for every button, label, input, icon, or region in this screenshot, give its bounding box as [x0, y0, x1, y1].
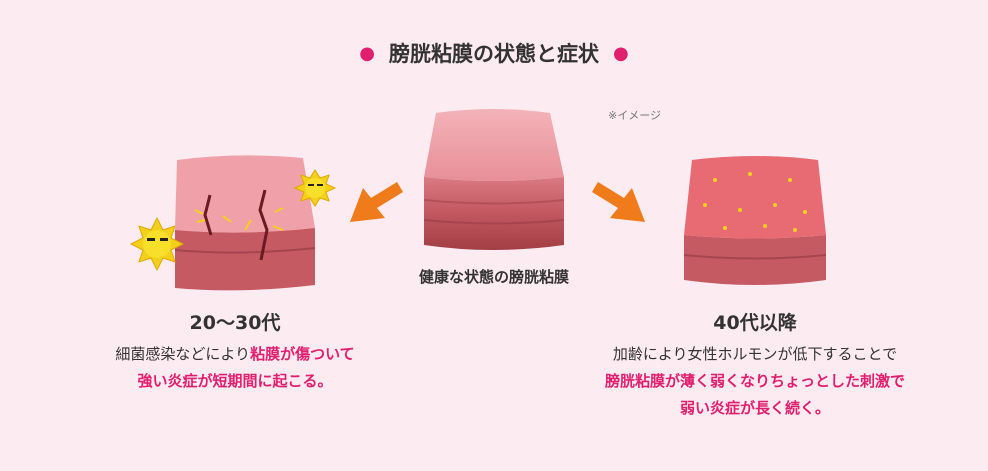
left-desc-plain: 細菌感染などにより	[115, 345, 251, 363]
bullet-dot-icon: ●	[359, 43, 375, 64]
left-age-label: 20～30代	[189, 312, 281, 334]
right-description: 加齢により女性ホルモンが低下することで 膀胱粘膜が薄く弱くなりちょっとした刺激で…	[560, 341, 950, 422]
title-text: 膀胱粘膜の状態と症状	[389, 42, 599, 66]
left-description: 細菌感染などにより粘膜が傷ついて 強い炎症が短期間に起こる。	[70, 341, 400, 395]
left-desc-em-1: 粘膜が傷ついて	[250, 345, 355, 363]
arrow-right-icon	[592, 182, 645, 222]
page-title: ● 膀胱粘膜の状態と症状 ●	[0, 38, 988, 68]
right-desc-em-1: 膀胱粘膜が薄く弱くなりちょっとした刺激で	[604, 372, 905, 390]
right-desc-em-2: 弱い炎症が長く続く。	[679, 399, 830, 417]
inflamed-mucosa-illustration	[683, 156, 827, 285]
image-note: ※イメージ	[608, 109, 661, 122]
left-desc-em-2: 強い炎症が短期間に起こる。	[137, 372, 333, 390]
bullet-dot-icon: ●	[613, 43, 629, 64]
arrow-left-icon	[350, 182, 403, 222]
right-desc-plain: 加齢により女性ホルモンが低下することで	[612, 345, 898, 363]
right-age-label: 40代以降	[713, 312, 797, 334]
damaged-mucosa-illustration	[129, 155, 337, 291]
left-desc-line-1: 細菌感染などにより粘膜が傷ついて	[70, 341, 400, 368]
healthy-mucosa-label: 健康な状態の膀胱粘膜	[418, 268, 569, 286]
healthy-mucosa-illustration	[423, 109, 565, 250]
